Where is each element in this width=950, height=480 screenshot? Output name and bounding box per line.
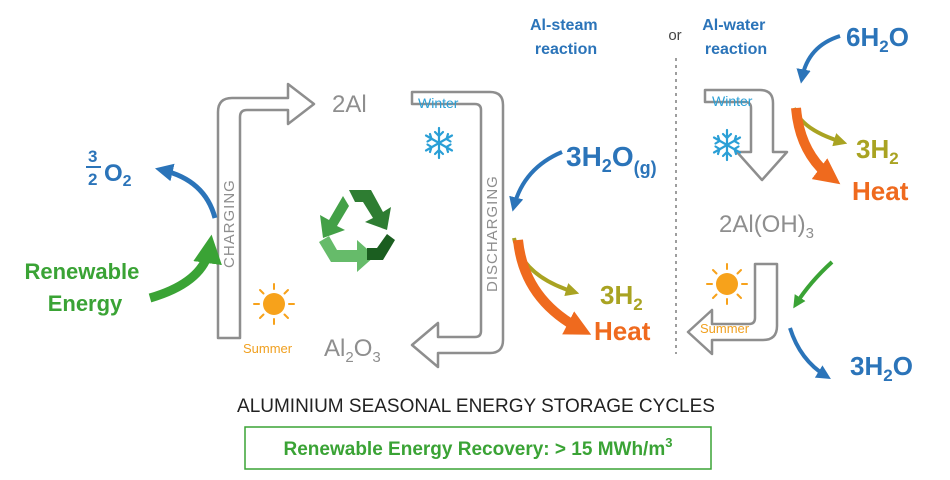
- summer-cycle-arrow-right: [686, 262, 779, 356]
- energy-arrow-right: [793, 260, 834, 309]
- summer-label-right: Summer: [700, 321, 750, 336]
- winter-cycle-arrow-right: [703, 88, 789, 182]
- recycle-icon: [319, 190, 395, 272]
- oxygen-frac-den: 2: [88, 170, 97, 189]
- discharging-label: DISCHARGING: [484, 175, 501, 292]
- charging-cycle-arrow: [216, 82, 316, 340]
- discharging-cycle-arrow: [410, 90, 505, 369]
- sun-icon-right: [706, 263, 748, 305]
- winter-label-left: Winter: [418, 95, 459, 111]
- renewable-energy-arrow: [148, 234, 222, 303]
- snowflake-icon-right: [712, 128, 742, 162]
- heat-label-right: Heat: [852, 176, 909, 206]
- diagram-caption: ALUMINIUM SEASONAL ENERGY STORAGE CYCLES: [237, 396, 715, 417]
- oxygen-frac-num: 3: [88, 147, 97, 166]
- hydrogen-label-right: 3H2: [856, 134, 899, 168]
- heat-arrow-right: [791, 107, 841, 185]
- water-output-label: 3H2O: [850, 351, 913, 385]
- aluminium-label: 2Al: [332, 91, 367, 118]
- water-input-label: 6H2O: [846, 22, 909, 56]
- hydrogen-label-left: 3H2: [600, 280, 643, 314]
- snowflake-icon: [424, 126, 454, 160]
- summer-label-left: Summer: [243, 341, 293, 356]
- al-water-reaction-label: Al-water reaction: [702, 17, 770, 58]
- winter-label-right: Winter: [712, 93, 753, 109]
- heat-arrow-left: [513, 239, 592, 335]
- water-output-arrow: [788, 327, 831, 380]
- hydroxide-label: 2Al(OH)3: [719, 211, 814, 242]
- steam-label: 3H2O(g): [566, 141, 657, 178]
- recovery-text: Renewable Energy Recovery: > 15 MWh/m3: [284, 435, 673, 460]
- oxygen-label: O2: [104, 160, 132, 190]
- renewable-energy-label: Renewable Energy: [24, 259, 145, 316]
- sun-icon: [253, 283, 295, 325]
- al-steam-reaction-label: Al-steam reaction: [530, 17, 602, 58]
- steam-arrow: [509, 150, 563, 212]
- charging-label: CHARGING: [221, 179, 238, 268]
- alumina-label: Al2O3: [324, 335, 381, 366]
- recovery-box: [244, 426, 712, 470]
- water-input-arrow: [796, 34, 841, 84]
- or-label: or: [668, 27, 681, 44]
- heat-label-left: Heat: [594, 316, 651, 346]
- oxygen-arrow: [154, 163, 218, 219]
